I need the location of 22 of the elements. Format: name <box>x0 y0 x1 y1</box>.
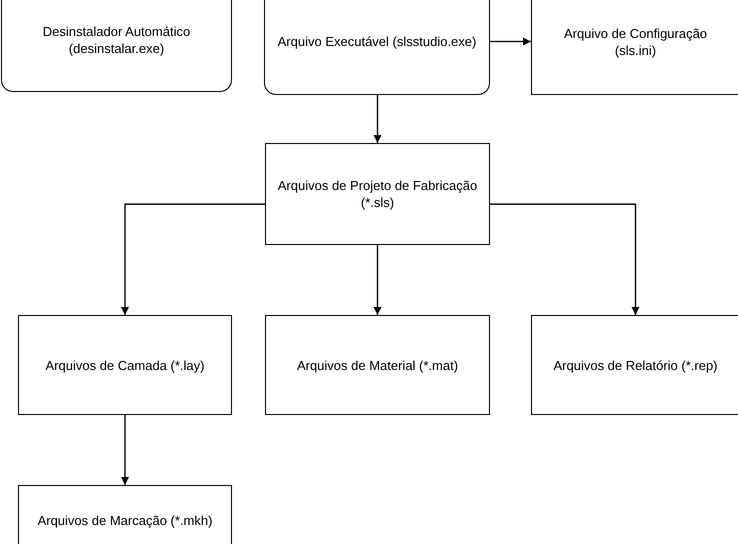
file-label: Arquivos de Material (*.mat) <box>296 356 458 374</box>
file-box <box>264 0 490 95</box>
arrow <box>121 415 129 485</box>
arrow <box>374 95 382 143</box>
arrow <box>374 245 382 315</box>
file-label: Desinstalador Automático (desinstalar.exe) <box>42 23 192 57</box>
file-box <box>531 0 738 95</box>
file-label: Arquivos de Marcação (*.mkh) <box>38 512 212 528</box>
file-label: Arquivos de Camada (*.lay) <box>46 356 204 374</box>
arrow <box>121 204 265 315</box>
file-label: Arquivos de Relatório (*.rep) <box>553 356 718 374</box>
file-box <box>18 485 232 544</box>
file-label: Arquivo Executável (slsstudio.exe) <box>278 33 476 50</box>
file-label: Arquivo de Configuração (sls.ini) <box>562 24 708 58</box>
arrow <box>490 204 640 315</box>
file-box <box>265 143 490 245</box>
file-box <box>18 315 232 415</box>
file-box <box>265 315 490 415</box>
arrow <box>490 38 531 46</box>
file-label: Arquivos de Projeto de Fabricação (*.sls) <box>276 177 478 211</box>
file-box <box>1 0 232 92</box>
file-box <box>531 315 738 415</box>
